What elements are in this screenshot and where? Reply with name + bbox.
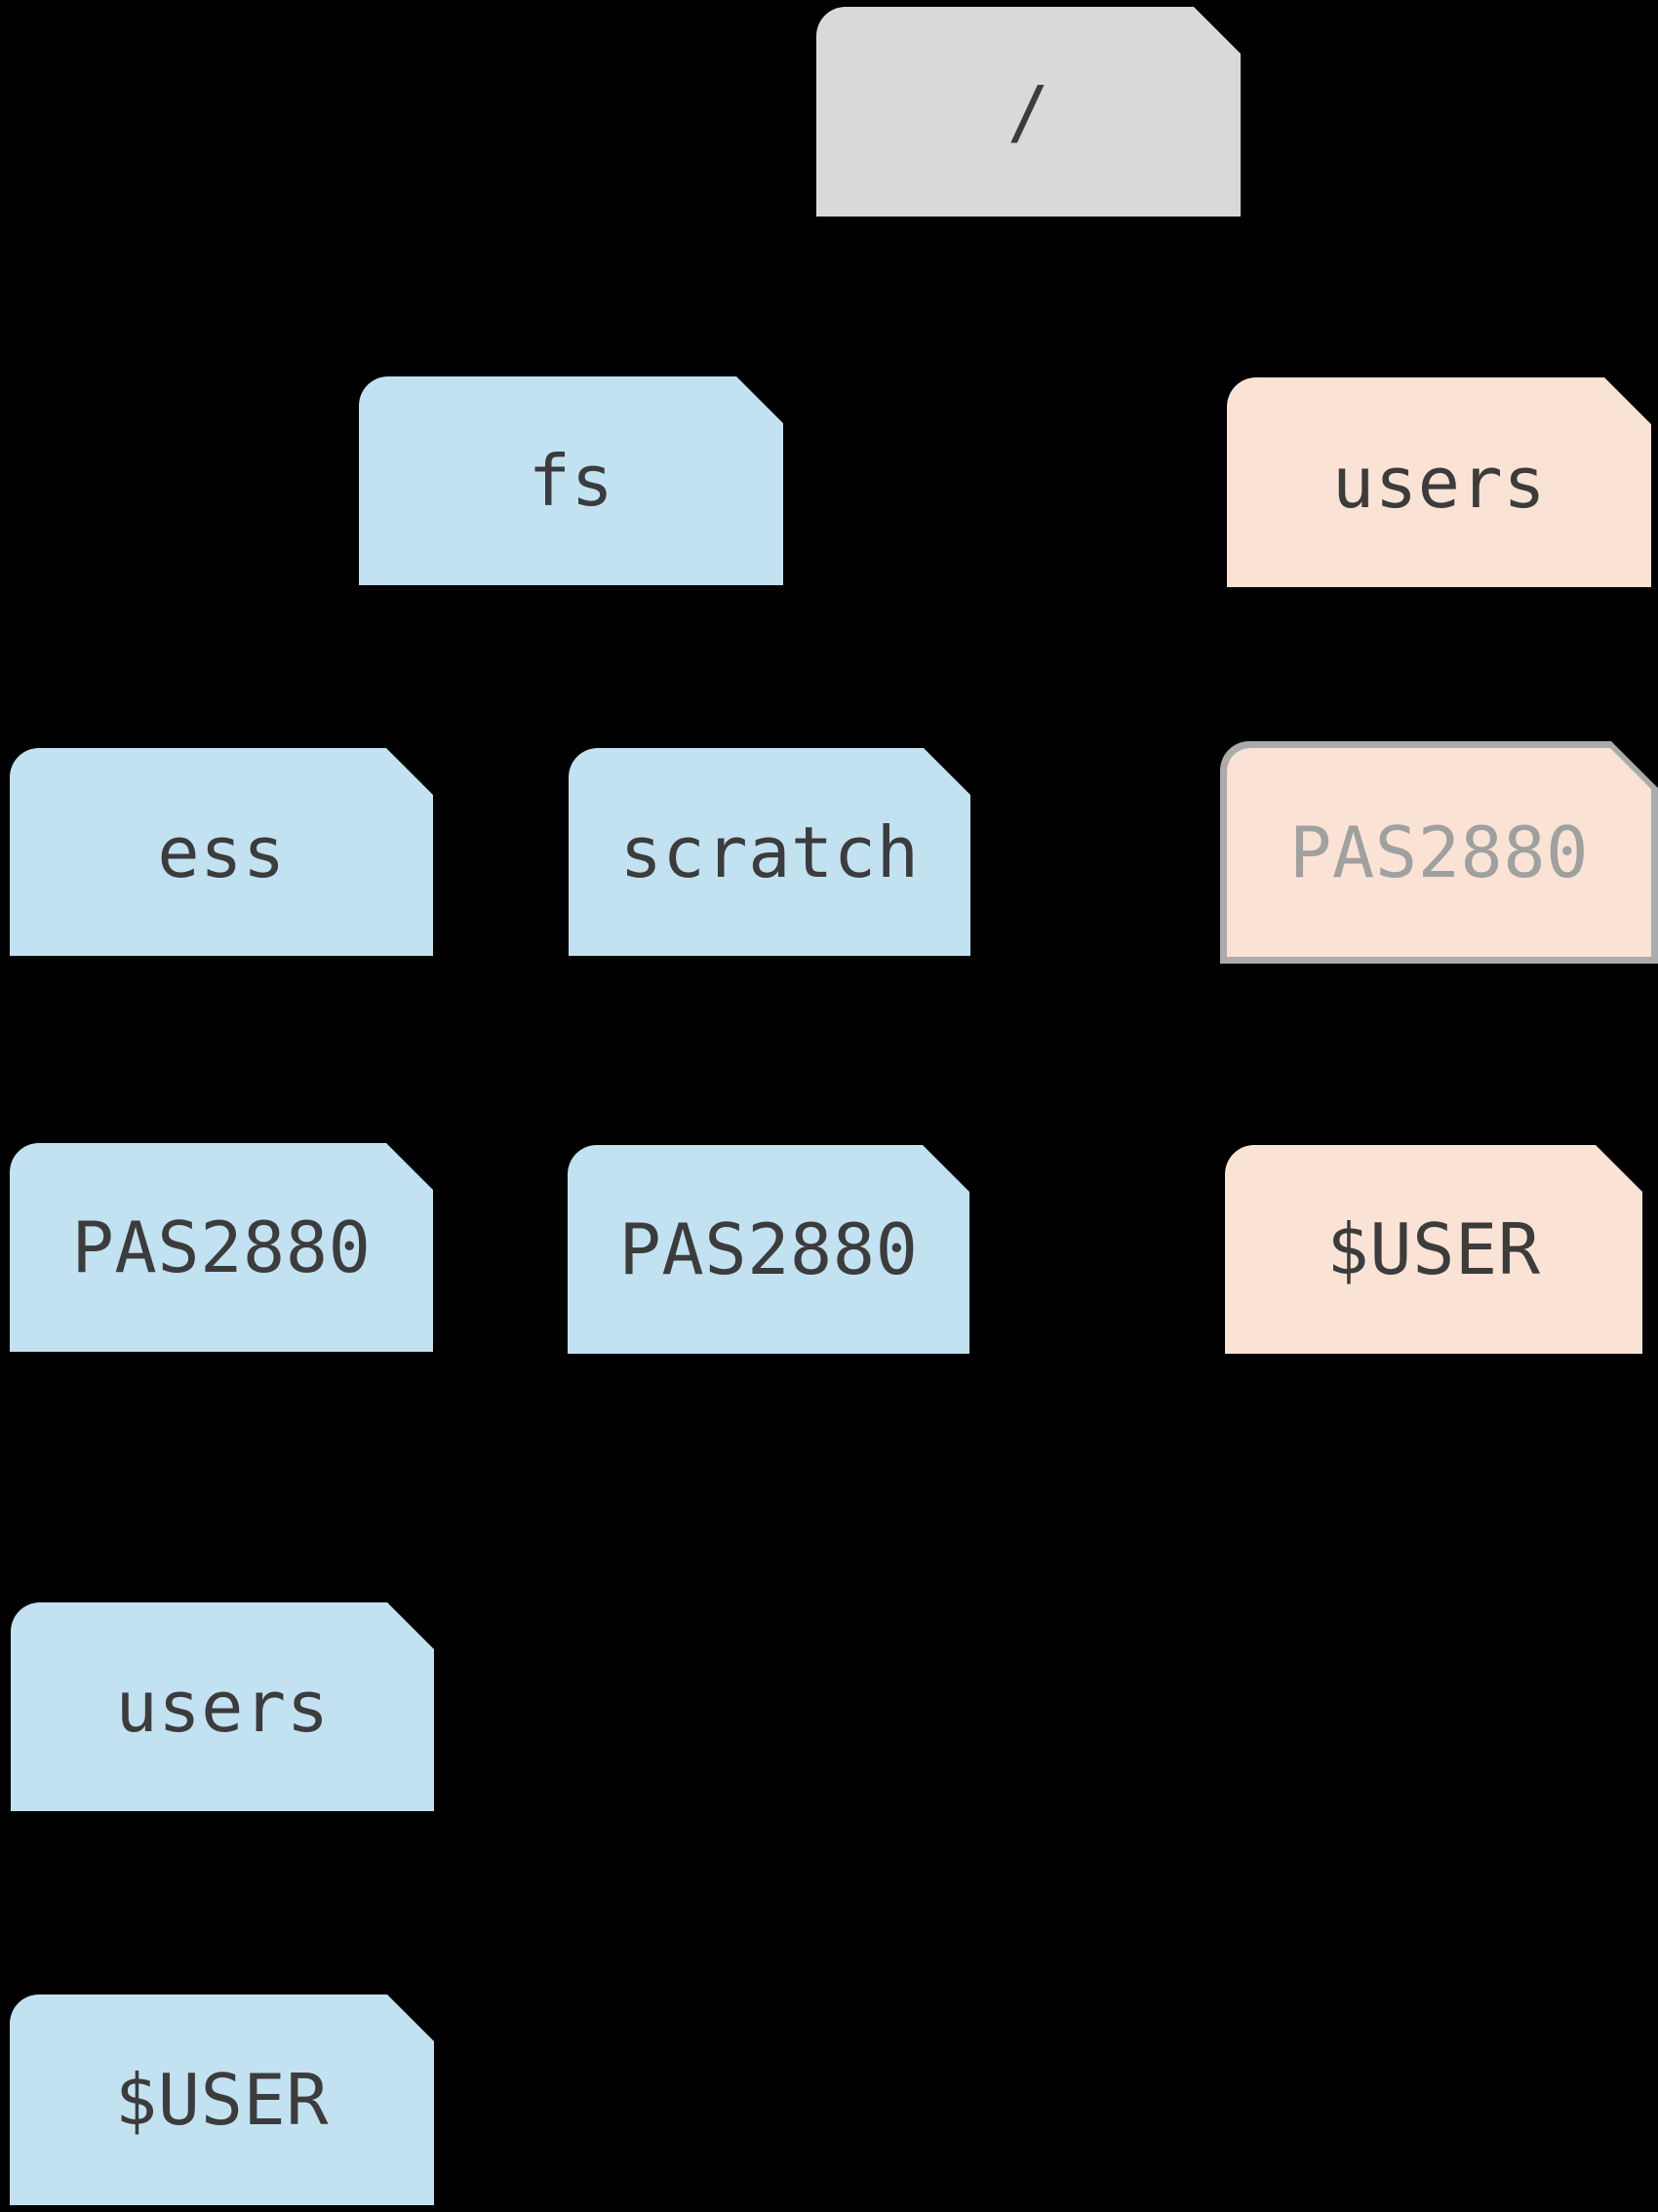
dir-node-users-pas2880: PAS2880 bbox=[1220, 741, 1658, 964]
dir-node-ess: ess bbox=[10, 748, 433, 956]
dir-node-root: / bbox=[816, 7, 1241, 217]
dir-node-label: PAS2880 bbox=[618, 1208, 919, 1290]
dir-node-label: fs bbox=[528, 440, 614, 522]
dir-node-label: $USER bbox=[114, 2059, 330, 2141]
dir-node-label: scratch bbox=[619, 810, 920, 893]
dir-node-users: users bbox=[1227, 377, 1651, 587]
dir-node-label: users bbox=[115, 1666, 330, 1748]
dir-node-ess-pas2880: PAS2880 bbox=[10, 1143, 433, 1352]
dir-node-users-pas2880-fill bbox=[1227, 748, 1651, 957]
dir-node-label: / bbox=[1007, 70, 1050, 153]
dir-node-label: $USER bbox=[1326, 1208, 1541, 1290]
dir-node-ess-user: $USER bbox=[10, 1995, 434, 2205]
dir-node-fs: fs bbox=[359, 376, 783, 585]
dir-node-label: PAS2880 bbox=[1289, 811, 1589, 893]
dir-node-label: ess bbox=[157, 810, 286, 893]
dir-node-scratch-pas2880: PAS2880 bbox=[568, 1145, 969, 1354]
dir-node-scratch: scratch bbox=[569, 748, 970, 956]
dir-node-label: PAS2880 bbox=[71, 1206, 372, 1288]
dir-node-label: users bbox=[1331, 441, 1547, 524]
dir-node-users-user: $USER bbox=[1225, 1145, 1642, 1354]
dir-node-ess-users: users bbox=[11, 1602, 434, 1811]
